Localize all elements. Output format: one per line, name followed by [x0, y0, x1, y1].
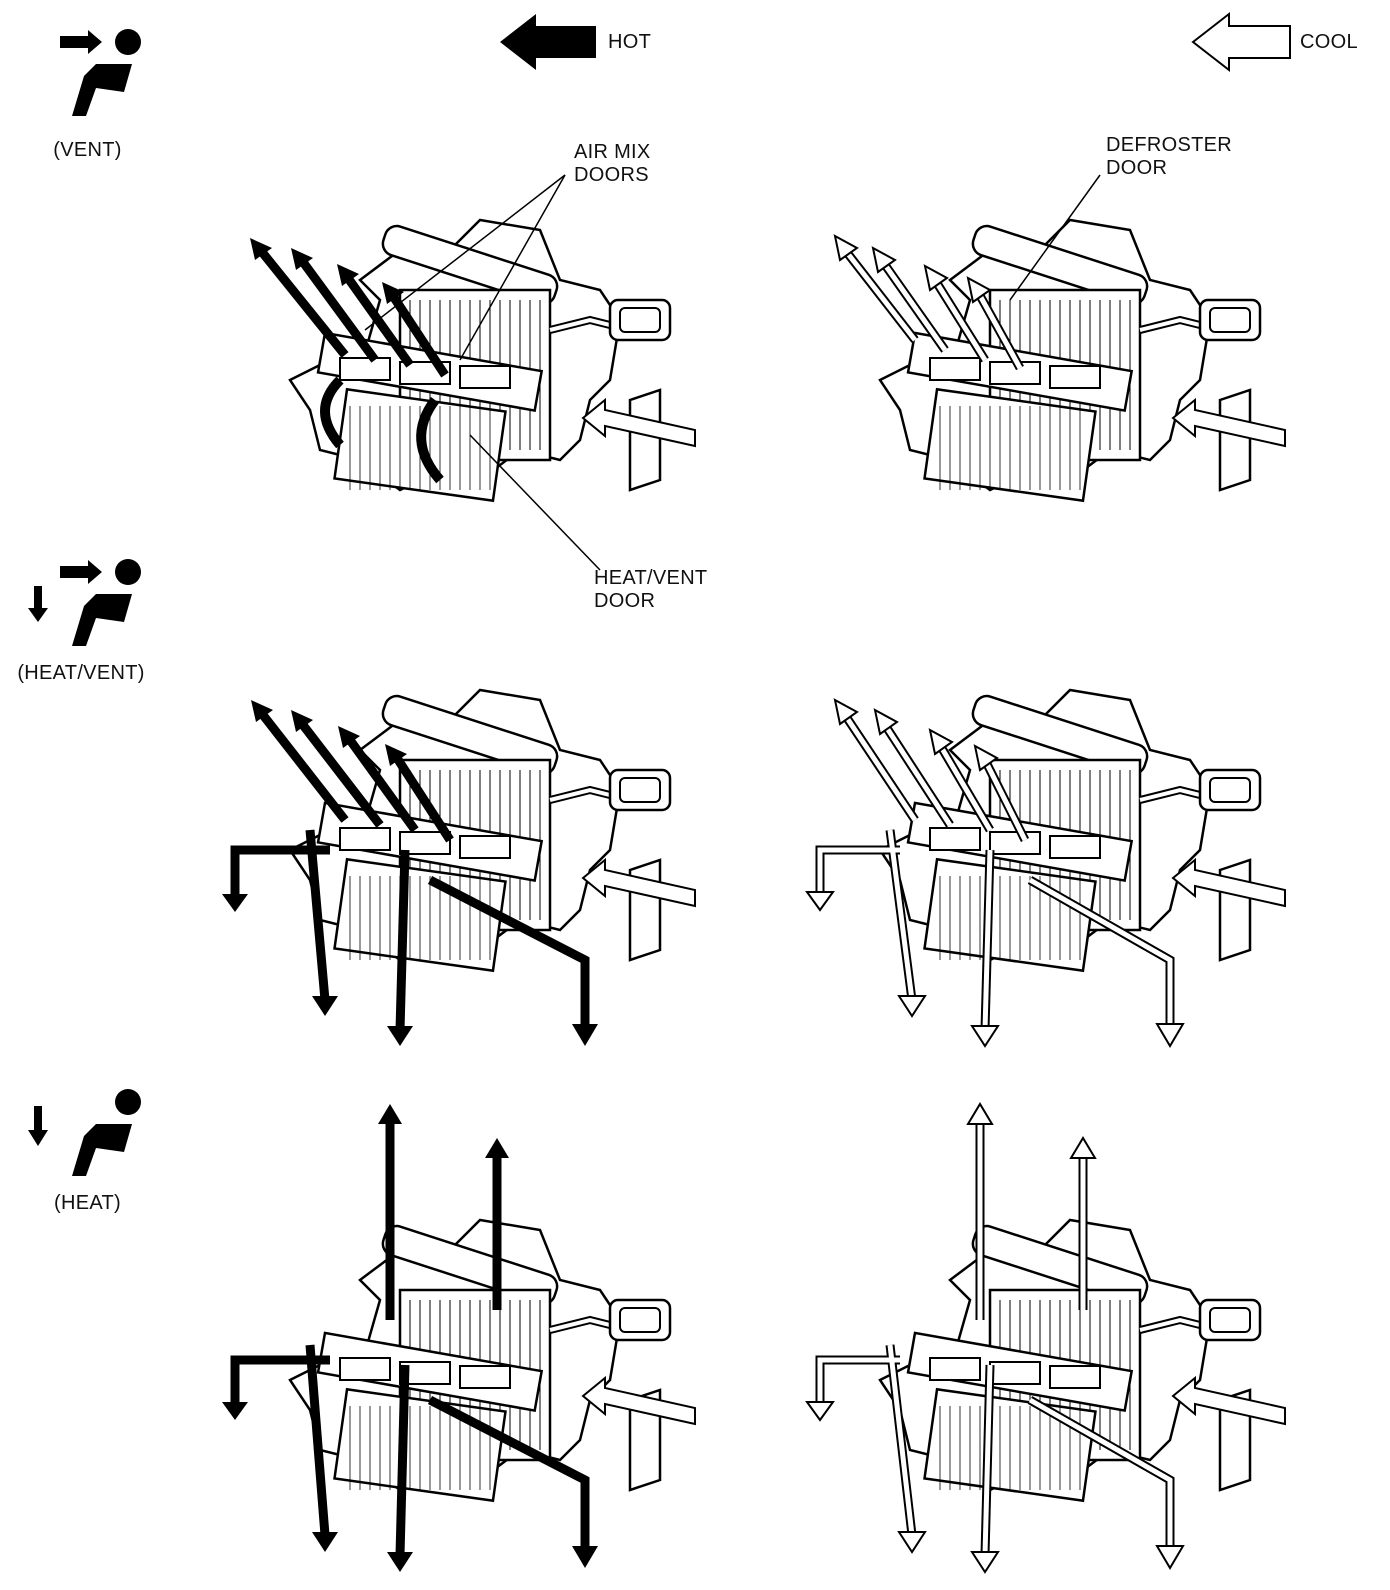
air-mix-doors-callout-line2: DOORS: [574, 164, 649, 186]
heat-vent-door-callout-line2: DOOR: [594, 590, 656, 612]
hvac-unit-heatvent-cool: [880, 690, 1260, 971]
hvac-unit-vent-cool: [880, 220, 1260, 501]
heat-hot-airflow-arrows: [230, 1120, 590, 1556]
hvac-unit-vent-hot: [290, 220, 670, 501]
heat-mode-label: (HEAT): [54, 1192, 121, 1214]
heat-hot-arrowheads: [222, 1104, 598, 1572]
heatvent-hot-arrowheads: [222, 700, 598, 1046]
hot-label: HOT: [608, 31, 652, 53]
vent-mode-icon: [60, 29, 141, 116]
heat-vent-mode-label: (HEAT/VENT): [17, 662, 145, 684]
hvac-unit-heat-hot: [290, 1220, 670, 1501]
cool-label: COOL: [1300, 31, 1358, 53]
vent-hot-airflow-arrows: [258, 249, 449, 484]
heat-cool-airflow-arrows: [805, 1102, 1185, 1574]
heat-vent-mode-icon: [28, 559, 141, 646]
defroster-door-callout-line2: DOOR: [1106, 157, 1168, 179]
heatvent-hot-airflow-arrows: [230, 712, 590, 1031]
intake-arrows: [581, 397, 1286, 1426]
heatvent-cool-airflow-arrows: [805, 698, 1185, 1048]
hot-arrow-icon: [500, 14, 596, 70]
callout-leader-lines: [364, 174, 1101, 571]
vent-mode-label: (VENT): [53, 139, 122, 161]
air-mix-doors-callout-line1: AIR MIX: [574, 141, 651, 163]
cool-arrow-icon: [1191, 11, 1291, 73]
heat-mode-icon: [28, 1089, 141, 1176]
hvac-unit-heat-cool: [880, 1220, 1260, 1501]
defroster-door-callout-line1: DEFROSTER: [1106, 134, 1233, 156]
vent-cool-airflow-arrows: [833, 234, 1024, 371]
heat-vent-door-callout-line1: HEAT/VENT: [594, 567, 708, 589]
